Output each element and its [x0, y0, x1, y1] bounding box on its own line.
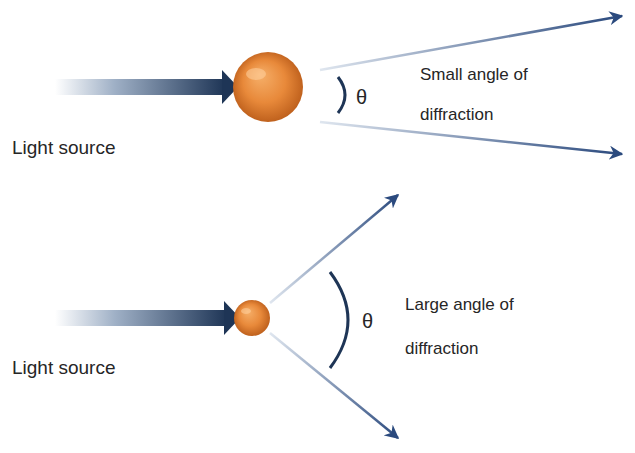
source-label: Light source [12, 134, 116, 162]
small-particle [234, 300, 270, 336]
large-particle [233, 52, 303, 122]
sphere-highlight [241, 308, 251, 314]
source-label: Light source [12, 354, 116, 382]
angle-caption: Large angle of diffraction [405, 283, 535, 371]
diffracted-ray [320, 16, 622, 70]
label-holder: Large angle of diffraction [405, 283, 535, 371]
sphere-highlight [246, 68, 266, 80]
label-holder: θ [356, 82, 367, 112]
label-holder: Light source [12, 134, 116, 162]
angle-arc [338, 77, 345, 113]
light-beam [55, 310, 227, 326]
label-holder: Small angle of diffraction [420, 55, 550, 135]
diffracted-ray [270, 333, 398, 438]
angle-symbol: θ [356, 82, 367, 112]
diffracted-ray [270, 195, 398, 303]
label-holder: Light source [12, 354, 116, 382]
diffracted-ray [320, 122, 622, 154]
angle-caption: Small angle of diffraction [420, 55, 550, 135]
angle-arc [330, 272, 348, 368]
label-holder: θ [362, 306, 373, 336]
light-beam [55, 79, 225, 95]
angle-symbol: θ [362, 306, 373, 336]
